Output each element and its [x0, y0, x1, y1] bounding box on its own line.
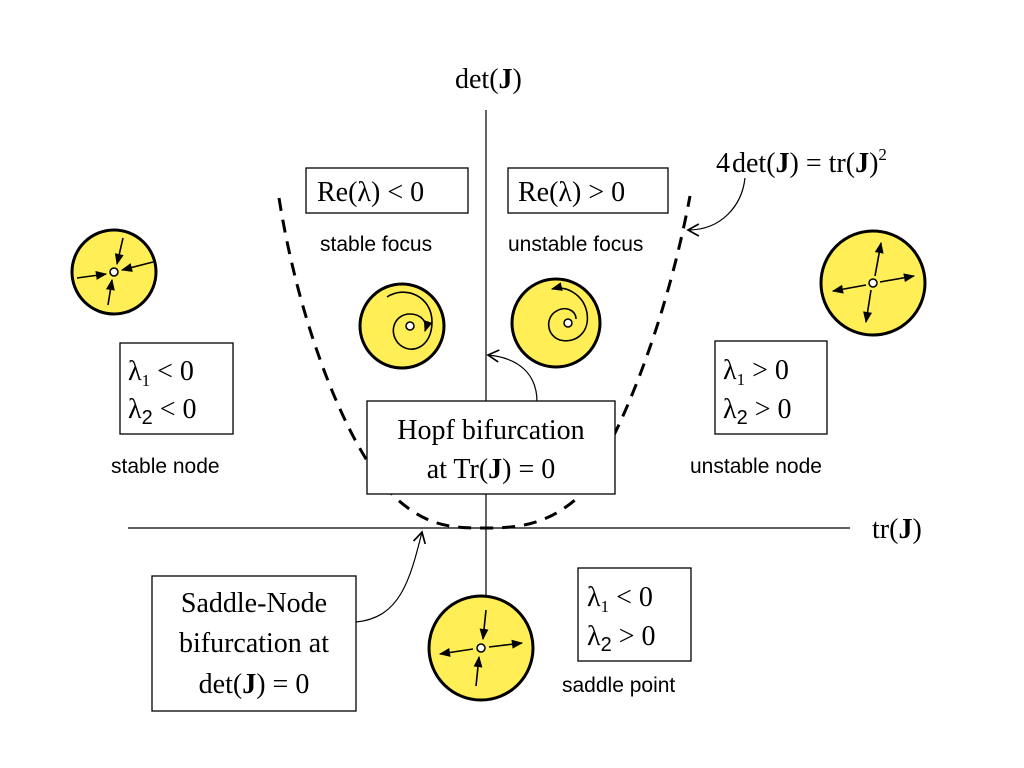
hopf-pointer-arrow [486, 349, 538, 403]
saddle-point-lambda1: λ1 < 0 [587, 582, 653, 616]
stable-node-lambda1: λ1 < 0 [128, 356, 194, 390]
stable-node-lambda2: λ2 < 0 [128, 394, 197, 429]
saddle-point-label: saddle point [562, 674, 675, 697]
hopf-bifurcation-line1: Hopf bifurcation [397, 415, 584, 446]
hopf-bifurcation-box [366, 400, 616, 495]
saddle-node-line3: det(J) = 0 [199, 669, 310, 700]
unstable-focus-condition-box [507, 167, 669, 214]
stable-node-portrait [70, 228, 158, 316]
stable-focus-condition: Re(λ) < 0 [317, 177, 424, 208]
stable-node-condition-box [119, 342, 234, 435]
stable-node-label: stable node [111, 455, 220, 478]
parabola-equation: 4det(J) = tr(J)2 [716, 145, 887, 179]
stable-focus-portrait [358, 282, 446, 370]
saddle-node-line2: bifurcation at [179, 628, 329, 659]
saddle-point-condition-box [577, 567, 692, 662]
unstable-node-portrait [819, 229, 927, 337]
unstable-focus-portrait [510, 277, 602, 369]
stable-focus-condition-box [305, 167, 469, 214]
y-axis-label: det(J) [455, 64, 522, 95]
equation-pointer-arrow [686, 177, 746, 237]
saddle-node-pointer-arrow [355, 530, 427, 623]
saddle-point-portrait [427, 594, 535, 702]
saddle-point-lambda2: λ2 > 0 [587, 621, 656, 656]
unstable-node-lambda2: λ2 > 0 [723, 394, 792, 429]
unstable-node-lambda1: λ1 > 0 [723, 355, 789, 389]
saddle-node-line1: Saddle-Node [181, 588, 327, 619]
hopf-bifurcation-line2: at Tr(J) = 0 [427, 454, 556, 485]
saddle-node-bifurcation-box [151, 575, 357, 712]
x-axis-label: tr(J) [872, 514, 922, 545]
unstable-focus-condition: Re(λ) > 0 [518, 177, 625, 208]
unstable-node-condition-box [714, 340, 828, 435]
stable-focus-label: stable focus [320, 233, 432, 256]
unstable-focus-label: unstable focus [508, 233, 643, 256]
unstable-node-label: unstable node [690, 455, 822, 478]
parabola-curve [277, 195, 692, 530]
